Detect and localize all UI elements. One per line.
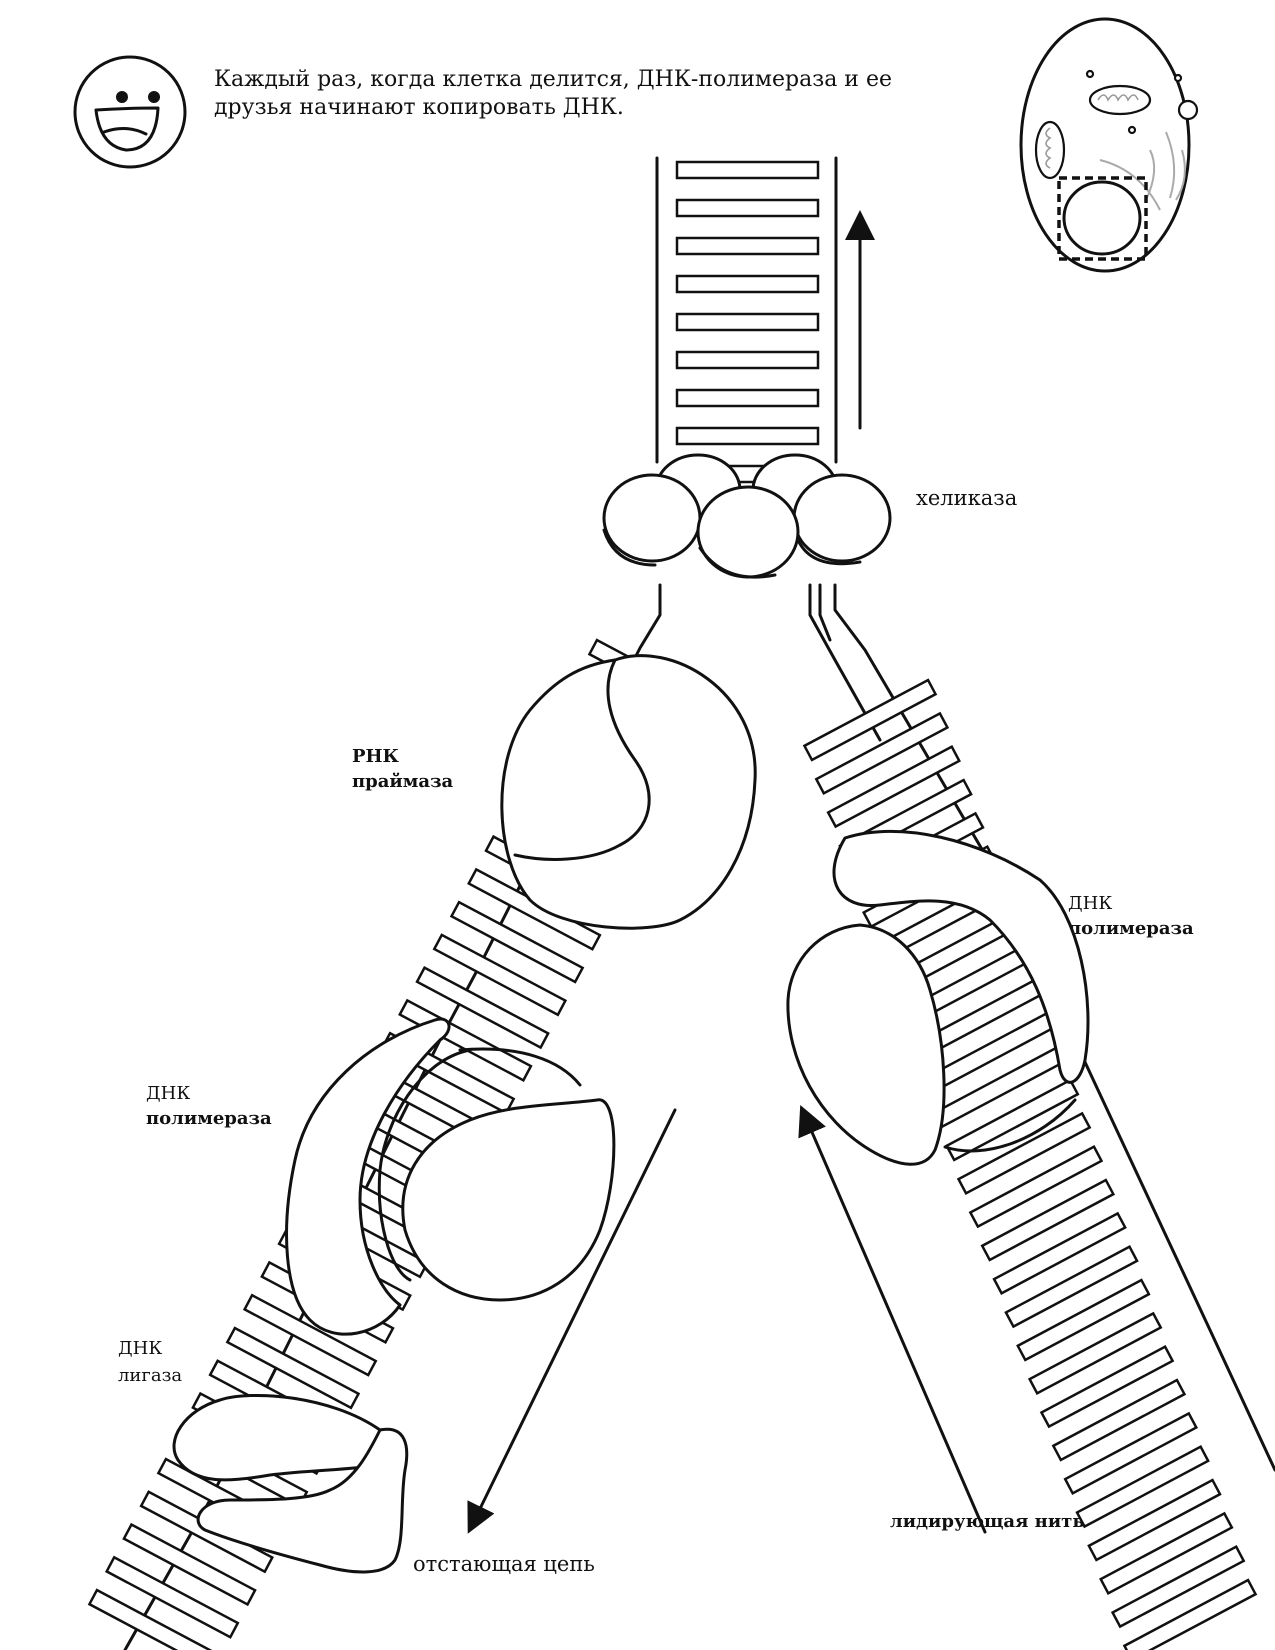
base-pair-rung <box>675 388 820 408</box>
base-pair-rung <box>1051 1378 1187 1462</box>
base-pair-rung <box>1027 1311 1163 1395</box>
dna-polymerase-left-enzyme <box>285 1017 616 1336</box>
lagging-strand-label: отстающая цепь <box>413 1552 595 1576</box>
base-pair-rung <box>814 711 950 795</box>
base-pair-rung <box>1063 1411 1198 1495</box>
base-pair-rung <box>449 900 585 984</box>
base-pair-rung <box>956 1111 1092 1195</box>
base-pair-rung <box>675 350 820 370</box>
base-pair-rung <box>675 160 820 180</box>
base-pair-rung <box>675 426 820 446</box>
base-pair-rung <box>415 965 550 1050</box>
cell-nucleus-icon <box>1019 17 1199 273</box>
smiley-face-icon <box>73 55 187 169</box>
base-pair-rung <box>802 678 938 762</box>
rna-primase-label-line2: праймаза <box>352 771 454 792</box>
base-pair-rung <box>675 312 820 332</box>
base-pair-rung <box>1075 1445 1210 1529</box>
parent-dna-helix <box>655 156 838 484</box>
base-pair-rung <box>1039 1345 1175 1429</box>
base-pair-rung <box>826 745 961 829</box>
base-pair-rung <box>675 274 820 294</box>
base-pair-rung <box>980 1178 1116 1262</box>
base-pair-rung <box>933 1045 1068 1129</box>
base-pair-rungs <box>675 160 820 484</box>
dna-polymerase-right-enzyme <box>786 829 1090 1166</box>
dna-polymerase-right-label-line2: полимераза <box>1068 918 1194 939</box>
base-pair-rung <box>944 1078 1080 1162</box>
base-pair-rung <box>1110 1545 1246 1629</box>
leading-direction-arrow <box>798 1104 987 1534</box>
base-pair-rung <box>122 1522 257 1607</box>
dna-ligase-label-line1: ДНК <box>118 1338 163 1359</box>
dna-polymerase-left-label-line1: ДНК <box>146 1083 191 1104</box>
base-pair-rung <box>1099 1511 1234 1595</box>
base-pair-rung <box>1122 1578 1258 1650</box>
base-pair-rung <box>1016 1278 1151 1362</box>
base-pair-rung <box>432 933 568 1017</box>
base-pair-rung <box>968 1145 1104 1229</box>
dna-polymerase-right-label-line1: ДНК <box>1068 893 1113 914</box>
base-pair-rung <box>104 1555 240 1639</box>
dna-polymerase-left-label-line2: полимераза <box>146 1108 272 1129</box>
base-pair-rung <box>1087 1478 1222 1562</box>
intro-text: Каждый раз, когда клетка делится, ДНК-по… <box>214 67 893 120</box>
helicase-label: хеликаза <box>916 486 1018 510</box>
base-pair-rung <box>225 1326 361 1410</box>
helicase-enzyme <box>602 453 892 579</box>
dna-ligase-enzyme <box>172 1393 409 1574</box>
leading-strand-label: лидирующая нить <box>890 1511 1085 1532</box>
base-pair-rung <box>1004 1245 1139 1329</box>
rna-primase-enzyme <box>500 654 757 930</box>
dna-ligase-label-line2: лигаза <box>118 1365 183 1386</box>
base-pair-rung <box>992 1211 1127 1295</box>
rna-primase-label-line1: РНК <box>352 746 399 767</box>
lagging-direction-arrow <box>467 1108 677 1534</box>
base-pair-rung <box>242 1293 378 1377</box>
base-pair-rung <box>675 236 820 256</box>
base-pair-rung <box>675 198 820 218</box>
